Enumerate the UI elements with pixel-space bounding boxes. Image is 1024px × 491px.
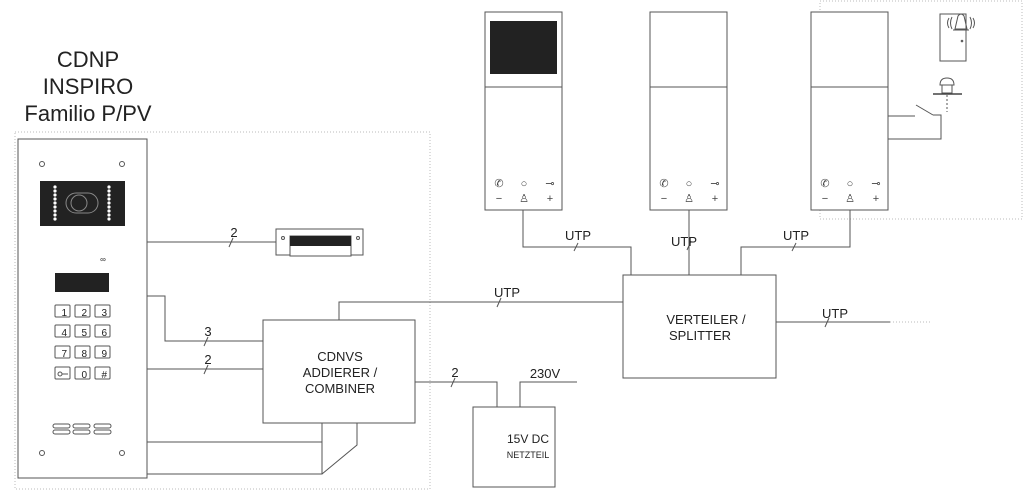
door-lock <box>275 228 364 257</box>
wire-label-panel-a: 3 <box>204 324 211 339</box>
key[interactable]: 7 <box>61 349 67 360</box>
combiner-label-3: COMBINER <box>305 381 375 396</box>
minus-icon[interactable]: − <box>822 193 828 205</box>
combiner-label-1: CDNVS <box>317 349 363 364</box>
door-panel: ∞ 1 2 3 4 5 6 7 8 9 0 # <box>17 138 148 479</box>
wire-label-lock: 2 <box>230 225 237 240</box>
key-icon-button[interactable] <box>54 366 71 380</box>
key[interactable]: 8 <box>81 349 87 360</box>
monitor-screen <box>490 21 557 74</box>
keypad: 1 2 3 4 5 6 7 8 9 0 # <box>54 304 111 381</box>
title-line-2: INSPIRO <box>43 74 133 99</box>
plus-icon[interactable]: + <box>712 193 718 205</box>
key[interactable]: 1 <box>61 308 67 319</box>
key-icon[interactable]: ⊸ <box>545 178 554 190</box>
sensor-icon: ∞ <box>100 255 106 264</box>
splitter-box <box>622 274 777 379</box>
handset-icon[interactable]: ✆ <box>659 178 668 190</box>
bell-icon <box>939 13 975 62</box>
plus-icon[interactable]: + <box>873 193 879 205</box>
combiner-label-2: ADDIERER / <box>303 365 378 380</box>
key[interactable]: 6 <box>101 328 107 339</box>
speaker-grille <box>52 423 112 435</box>
key[interactable]: # <box>101 370 107 381</box>
push-button-icon <box>888 77 962 140</box>
key-icon[interactable]: ⊸ <box>710 178 719 190</box>
key[interactable]: 2 <box>81 308 87 319</box>
wires <box>147 210 930 475</box>
title-line-1: CDNP <box>57 47 119 72</box>
panel-display <box>55 273 109 292</box>
splitter-label-2: SPLITTER <box>669 328 731 343</box>
handset-icon[interactable]: ✆ <box>494 178 503 190</box>
key[interactable]: 9 <box>101 349 107 360</box>
wire-label-combiner-splitter: UTP <box>494 285 520 300</box>
circle-button-icon[interactable]: ○ <box>847 178 854 190</box>
circle-button-icon[interactable]: ○ <box>686 178 693 190</box>
key[interactable]: 3 <box>101 308 107 319</box>
user-icon[interactable]: ♙ <box>519 193 529 205</box>
audio-monitor-with-extras: ✆ ○ ⊸ − ♙ + <box>810 11 889 211</box>
power-supply-box <box>472 406 556 488</box>
wire-label-monitor1: UTP <box>565 228 591 243</box>
audio-monitor: ✆ ○ ⊸ − ♙ + <box>649 11 728 211</box>
minus-icon[interactable]: − <box>496 193 502 205</box>
splitter-label-1: VERTEILER / <box>666 312 746 327</box>
plus-icon[interactable]: + <box>547 193 553 205</box>
key[interactable]: 4 <box>61 328 67 339</box>
wire-label-panel-b: 2 <box>204 352 211 367</box>
user-icon[interactable]: ♙ <box>684 193 694 205</box>
camera-module <box>40 181 125 226</box>
key-icon[interactable]: ⊸ <box>871 178 880 190</box>
video-monitor: ✆ ○ ⊸ − ♙ + <box>484 11 563 211</box>
key[interactable]: 0 <box>81 370 87 381</box>
psu-label-2: NETZTEIL <box>507 450 550 460</box>
user-icon[interactable]: ♙ <box>845 193 855 205</box>
psu-label-1: 15V DC <box>507 432 549 446</box>
wire-label-monitor3: UTP <box>783 228 809 243</box>
wire-label-splitter-out: UTP <box>822 306 848 321</box>
minus-icon[interactable]: − <box>661 193 667 205</box>
outdoor-zone <box>14 131 431 490</box>
combiner-box <box>262 319 416 424</box>
circle-button-icon[interactable]: ○ <box>521 178 528 190</box>
wire-label-mains: 230V <box>530 366 561 381</box>
wire-label-monitor2: UTP <box>671 234 697 249</box>
key[interactable]: 5 <box>81 328 87 339</box>
handset-icon[interactable]: ✆ <box>820 178 829 190</box>
wire-label-combiner-psu: 2 <box>451 365 458 380</box>
title-line-3: Familio P/PV <box>24 101 151 126</box>
